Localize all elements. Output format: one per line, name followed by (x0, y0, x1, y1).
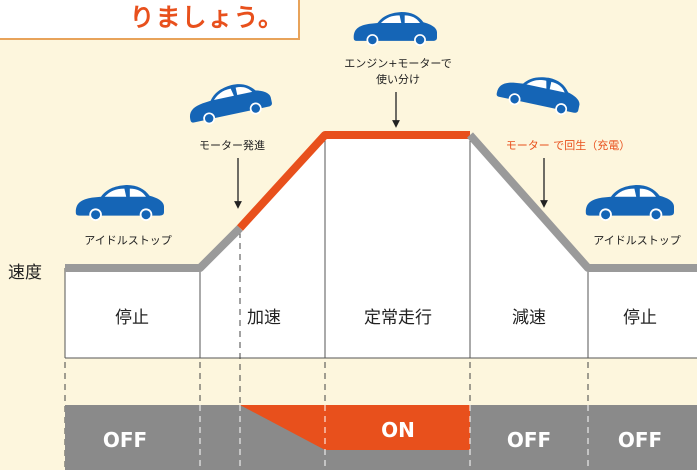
speed-line-stop (65, 225, 243, 272)
annotation-left-stop: アイドルストップ (84, 234, 171, 247)
phase-box-stop-right (588, 268, 697, 358)
car-icon (353, 12, 437, 46)
speed-line-motor (237, 131, 470, 231)
phase-box-decel (470, 135, 588, 358)
status-on-region (240, 405, 470, 450)
annotation-right-stop: アイドルストップ (593, 234, 680, 247)
page-title: りましょう。 (129, 3, 284, 32)
car-icon (495, 67, 584, 119)
annotation-cruise-1: エンジン+モーターで (344, 57, 452, 70)
car-icon (585, 185, 674, 221)
title-box: りましょう。 (0, 0, 300, 40)
annotation-accel: モーター発進 (199, 138, 265, 152)
phase-label-accel: 加速 (247, 308, 281, 328)
phase-box-stop-left (65, 268, 200, 358)
phase-box-cruise (325, 135, 470, 358)
annotation-decel: モーター で回生（充電） (506, 138, 631, 152)
phase-box-accel-b (240, 135, 325, 358)
phase-label-stop-left: 停止 (115, 308, 149, 328)
phase-label-cruise: 定常走行 (364, 308, 432, 328)
phase-label-decel: 減速 (512, 308, 546, 328)
status-off-mid: OFF (507, 428, 551, 452)
speed-label: 速度 (8, 263, 42, 283)
car-icon (75, 185, 164, 221)
car-icon (185, 77, 274, 129)
status-off-left: OFF (103, 428, 147, 452)
phase-label-stop-right: 停止 (623, 308, 657, 328)
status-on: ON (381, 418, 415, 442)
annotation-cruise-2: 使い分け (376, 73, 420, 86)
speed-line-decel (467, 132, 697, 272)
status-off-right: OFF (618, 428, 662, 452)
phase-boxes (64, 135, 697, 359)
